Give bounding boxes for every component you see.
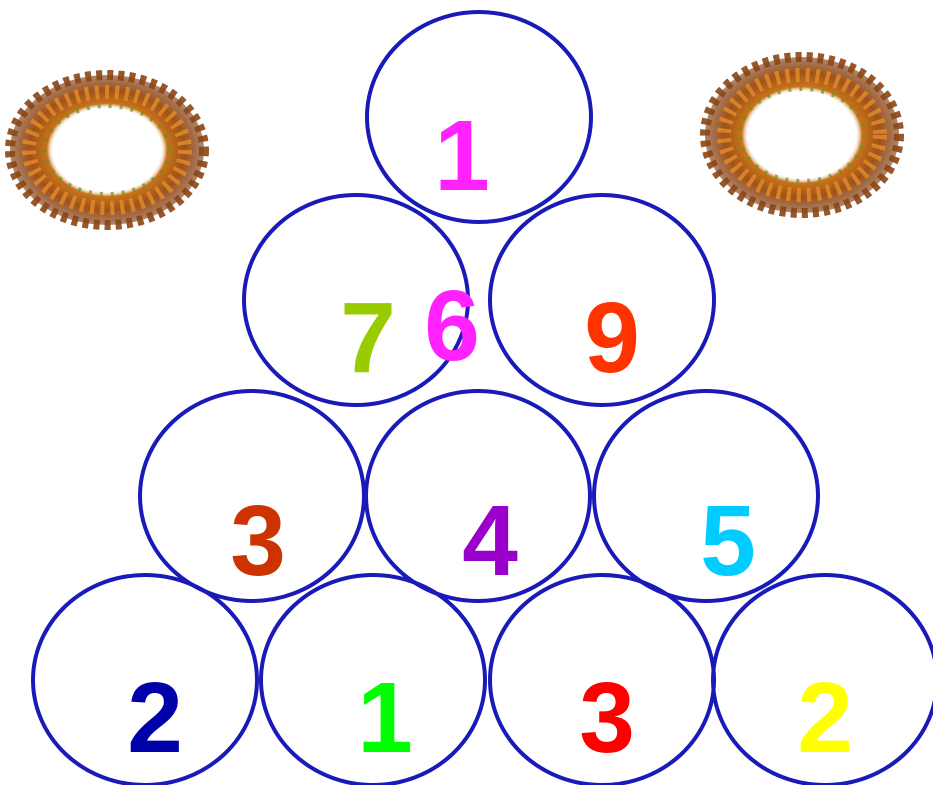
autumn-wreath-right-icon [705, 57, 899, 213]
pyramid-number-r1-c1: 1 [434, 100, 490, 212]
pyramid-number-r2-c1: 7 [340, 282, 396, 394]
overlay-number: 6 [424, 270, 480, 382]
pyramid-number-r4-c4: 2 [797, 662, 853, 774]
pyramid-number-r3-c3: 5 [700, 485, 756, 597]
pyramid-number-r3-c1: 3 [230, 485, 286, 597]
pyramid-overlay: 6 [424, 270, 480, 382]
pyramid-number-r4-c3: 3 [579, 662, 635, 774]
autumn-wreath-left-icon [10, 75, 204, 225]
pyramid-number-r3-c2: 4 [462, 485, 518, 597]
pyramid-number-r2-c2: 9 [584, 282, 640, 394]
pyramid-number-r4-c1: 2 [127, 662, 183, 774]
pyramid-number-r4-c2: 1 [357, 662, 413, 774]
